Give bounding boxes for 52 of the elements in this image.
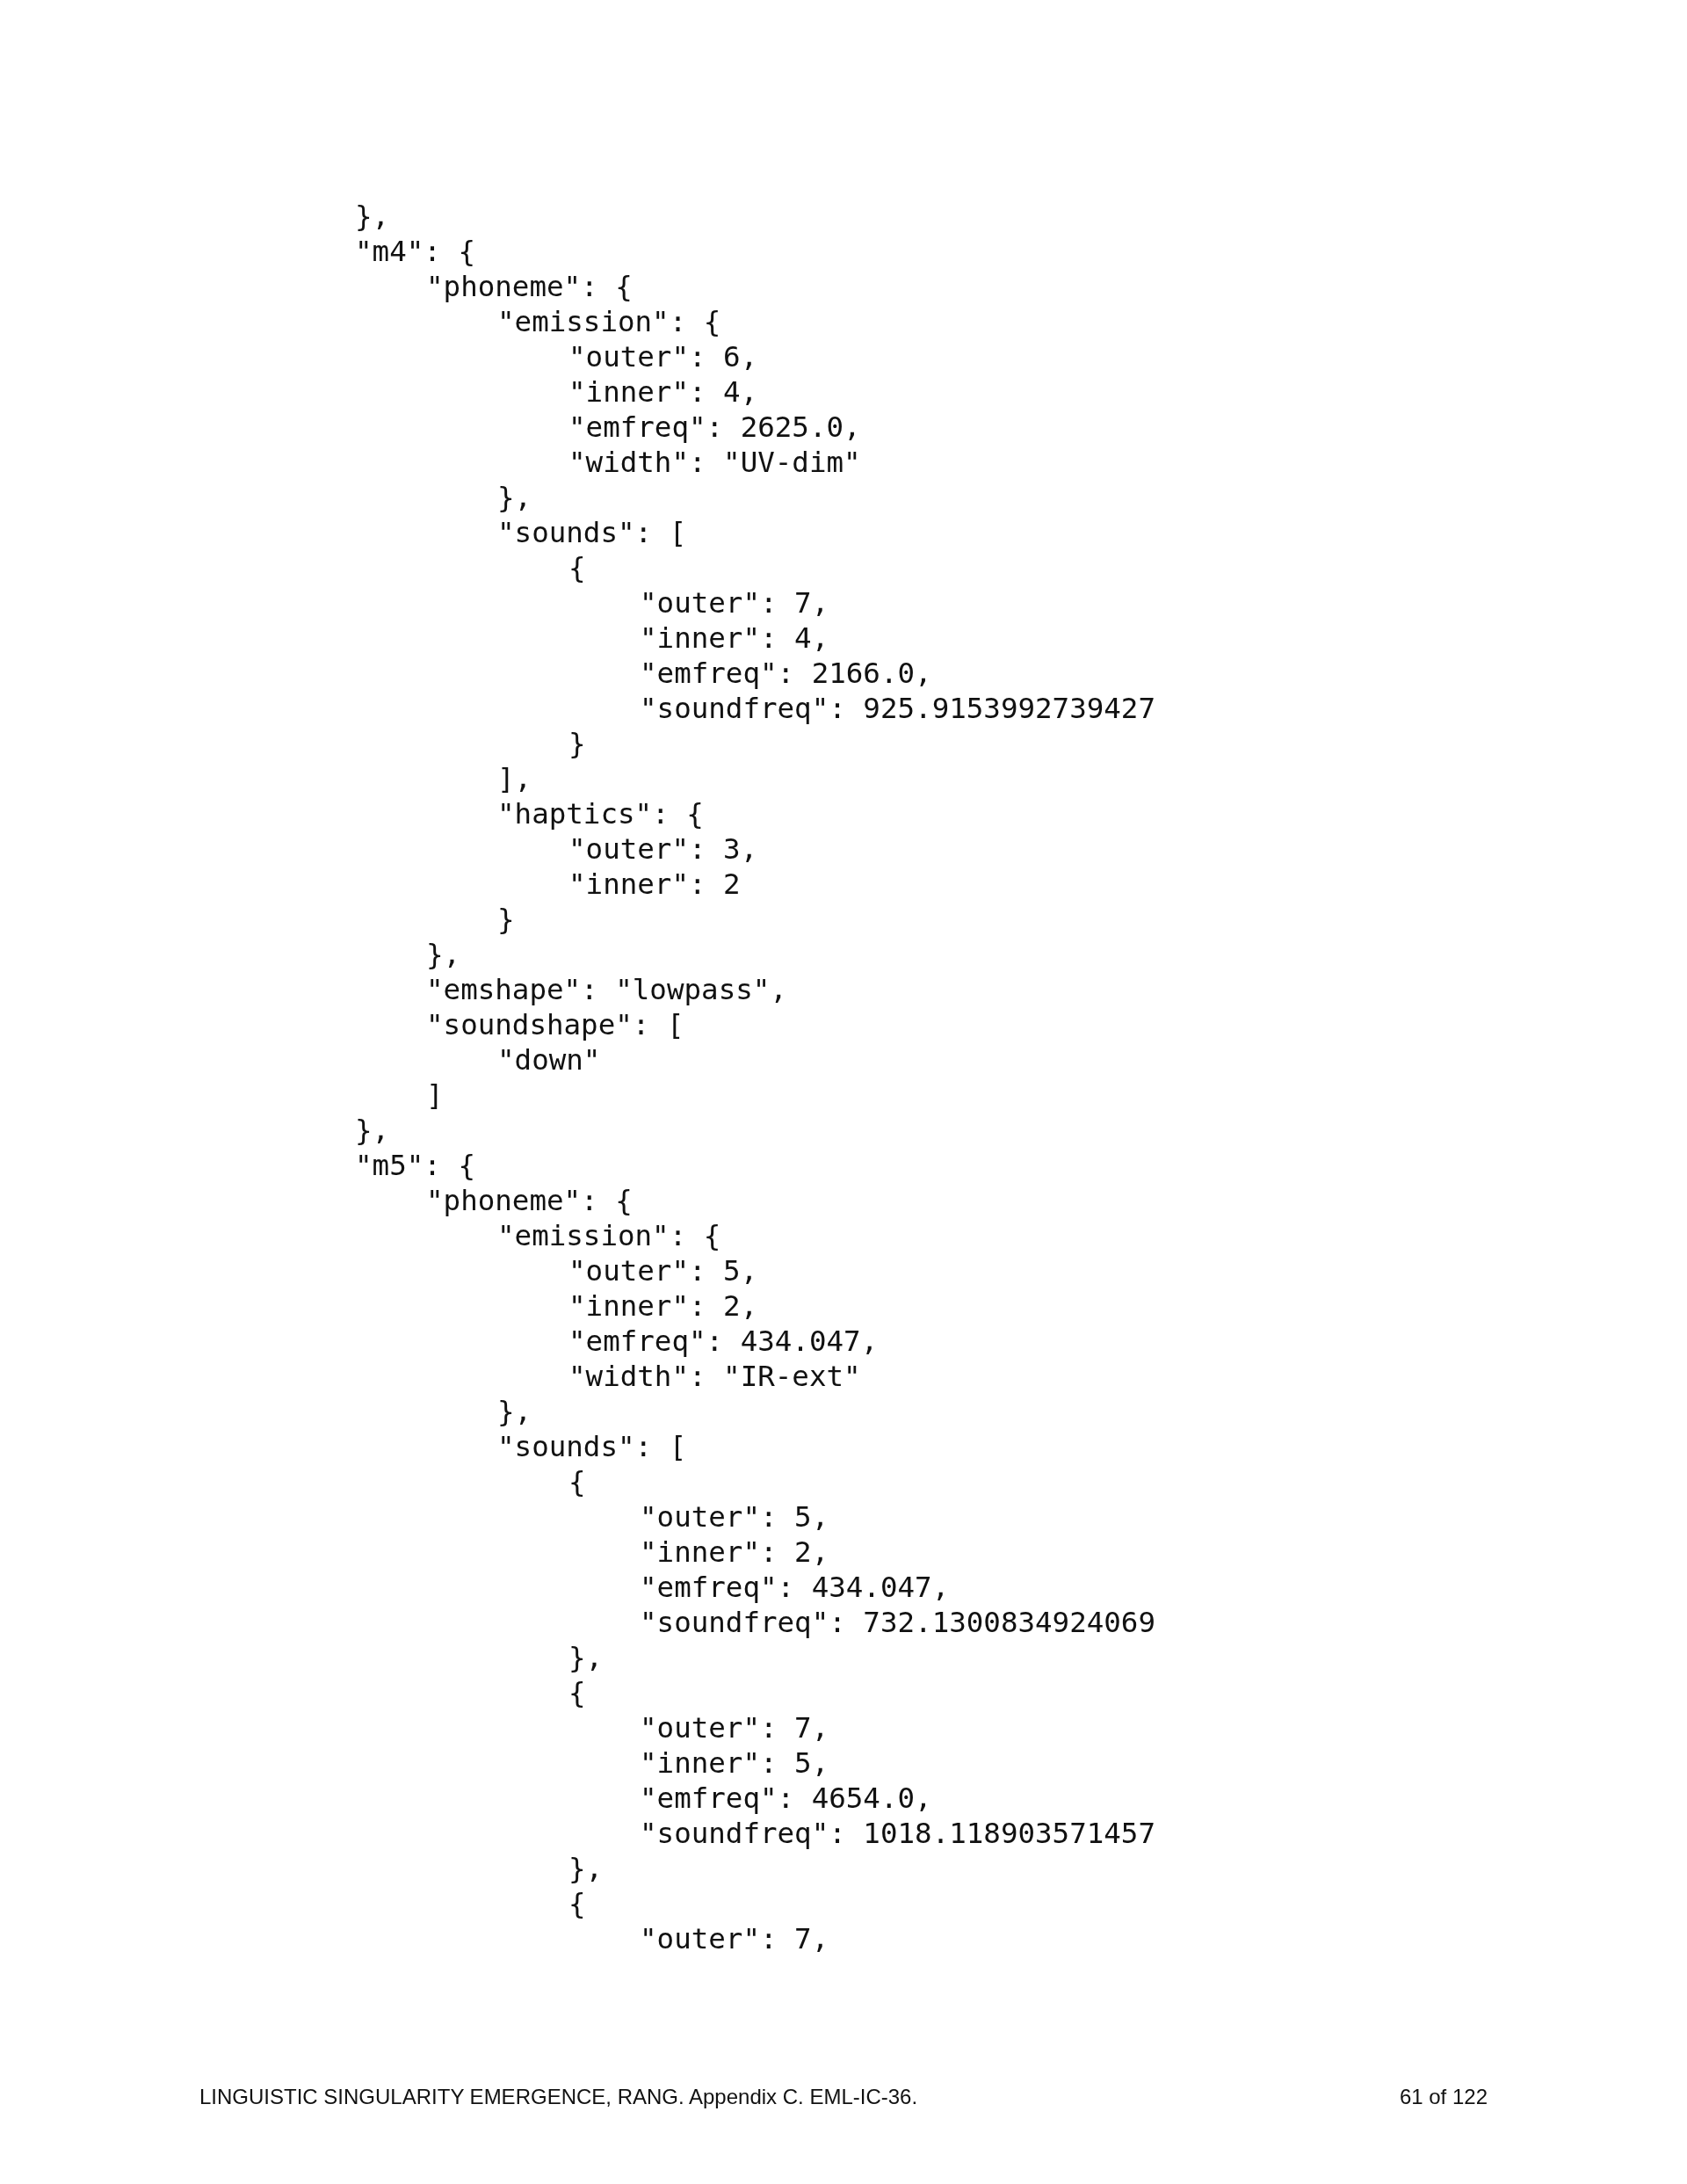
code-line: "emfreq": 4654.0, bbox=[640, 1781, 932, 1816]
code-line: "emfreq": 434.047, bbox=[640, 1570, 950, 1605]
code-line: "sounds": [ bbox=[497, 515, 687, 550]
code-line: "soundfreq": 1018.118903571457 bbox=[640, 1816, 1155, 1851]
code-line: "inner": 2, bbox=[640, 1535, 829, 1570]
code-line: "m4": { bbox=[355, 234, 475, 269]
code-line: "outer": 7, bbox=[640, 1710, 829, 1745]
code-line: "emfreq": 2625.0, bbox=[568, 410, 861, 445]
code-line: "phoneme": { bbox=[426, 1183, 633, 1218]
code-line: "outer": 5, bbox=[568, 1253, 758, 1288]
code-line: "emission": { bbox=[497, 304, 721, 339]
code-line: "inner": 4, bbox=[640, 620, 829, 656]
code-line: }, bbox=[497, 1394, 532, 1429]
code-line: "haptics": { bbox=[497, 796, 704, 831]
code-line: "outer": 6, bbox=[568, 339, 758, 374]
code-line: "outer": 3, bbox=[568, 831, 758, 867]
page-number: 61 of 122 bbox=[1399, 2085, 1488, 2109]
code-line: "width": "IR-ext" bbox=[568, 1359, 861, 1394]
code-line: "emfreq": 434.047, bbox=[568, 1324, 879, 1359]
code-line: "emshape": "lowpass", bbox=[426, 972, 787, 1007]
code-line: ] bbox=[426, 1077, 444, 1113]
code-line: }, bbox=[568, 1640, 604, 1675]
code-line: { bbox=[568, 1886, 586, 1921]
code-line: }, bbox=[497, 480, 532, 515]
code-line: "inner": 2 bbox=[568, 867, 741, 902]
code-line: "sounds": [ bbox=[497, 1429, 687, 1464]
code-line: }, bbox=[426, 937, 461, 972]
code-line: }, bbox=[355, 199, 390, 234]
code-line: "inner": 2, bbox=[568, 1288, 758, 1324]
code-line: "emfreq": 2166.0, bbox=[640, 656, 932, 691]
code-line: "soundshape": [ bbox=[426, 1007, 684, 1042]
code-line: "phoneme": { bbox=[426, 269, 633, 304]
code-line: { bbox=[568, 550, 586, 585]
code-line: "soundfreq": 925.9153992739427 bbox=[640, 691, 1155, 726]
code-line: "width": "UV-dim" bbox=[568, 445, 861, 480]
code-line: "outer": 5, bbox=[640, 1499, 829, 1535]
code-line: { bbox=[568, 1464, 586, 1499]
footer-text: LINGUISTIC SINGULARITY EMERGENCE, RANG. Appendix C. EML-IC-36. bbox=[199, 2085, 918, 2109]
code-line: "m5": { bbox=[355, 1148, 475, 1183]
code-line: } bbox=[568, 726, 586, 761]
code-line: }, bbox=[355, 1113, 390, 1148]
code-line: "outer": 7, bbox=[640, 585, 829, 620]
code-line: "down" bbox=[497, 1042, 601, 1077]
code-line: "outer": 7, bbox=[640, 1921, 829, 1956]
code-line: ], bbox=[497, 761, 532, 796]
code-line: { bbox=[568, 1675, 586, 1710]
code-line: "inner": 5, bbox=[640, 1745, 829, 1781]
code-line: } bbox=[497, 902, 515, 937]
code-line: "soundfreq": 732.1300834924069 bbox=[640, 1605, 1155, 1640]
code-line: }, bbox=[568, 1851, 604, 1886]
code-line: "inner": 4, bbox=[568, 374, 758, 410]
code-line: "emission": { bbox=[497, 1218, 721, 1253]
